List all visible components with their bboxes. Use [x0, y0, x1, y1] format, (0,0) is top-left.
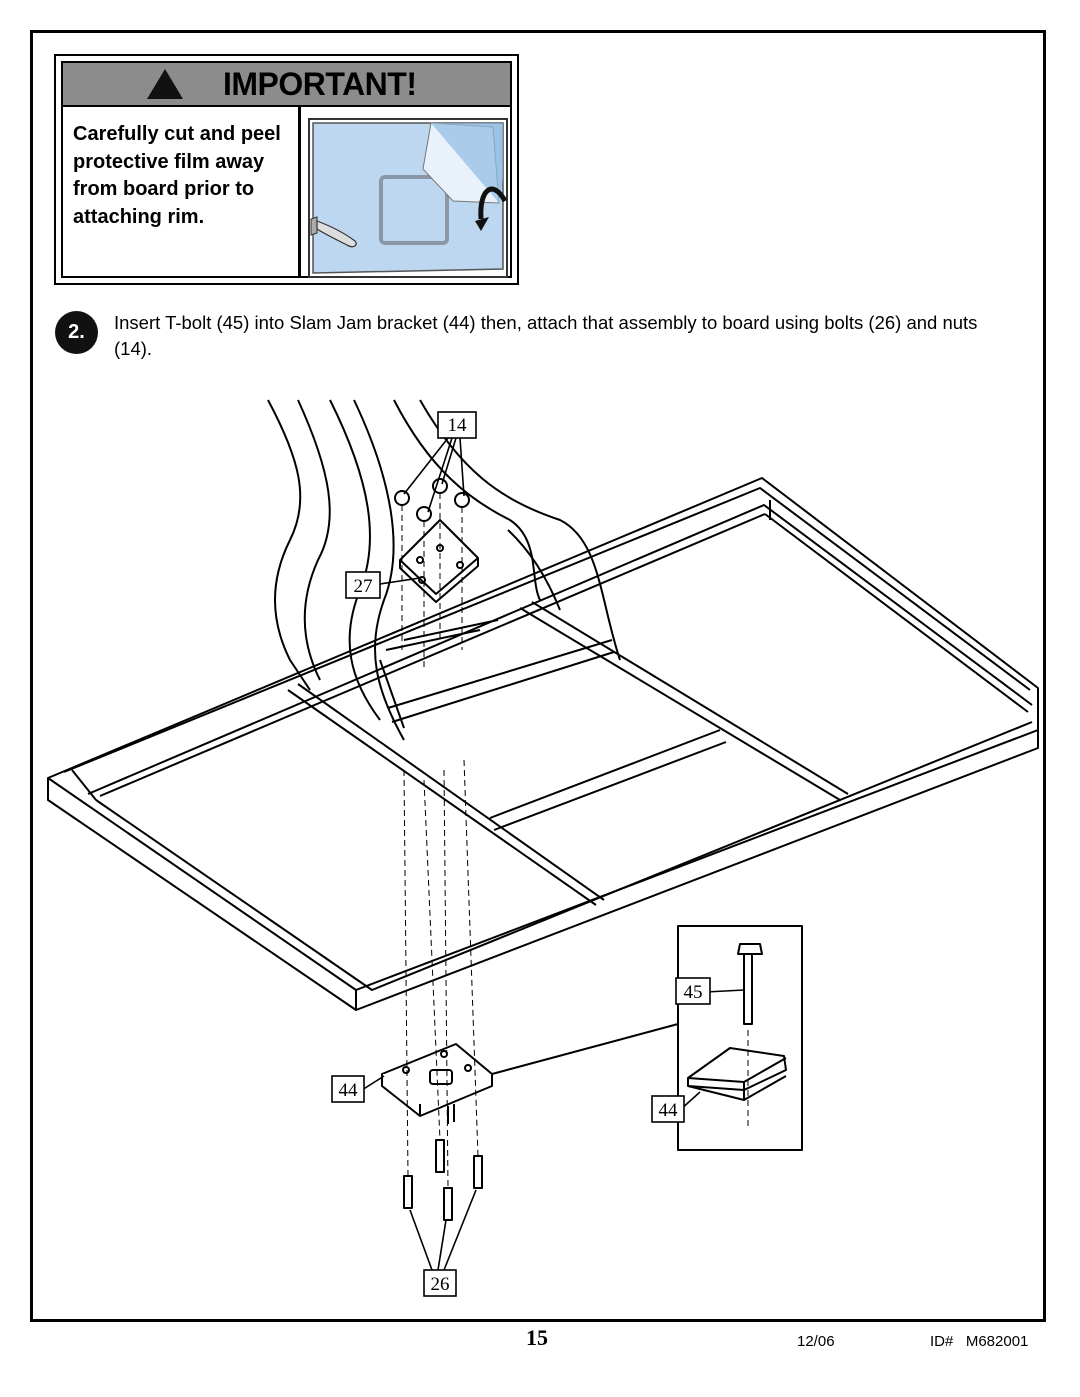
detail-inset — [491, 925, 803, 1151]
warning-triangle-icon — [147, 69, 183, 99]
important-header: IMPORTANT! — [63, 63, 510, 107]
backplate-part-27 — [399, 519, 479, 603]
callout-45: 45 — [684, 982, 703, 1003]
callout-27: 27 — [354, 576, 373, 597]
bolts-part-26 — [403, 1139, 483, 1221]
knife-icon — [310, 216, 357, 248]
callout-leaders — [361, 437, 745, 1271]
peel-arrow-icon — [475, 186, 508, 231]
step-instruction: Insert T-bolt (45) into Slam Jam bracket… — [114, 312, 978, 359]
callout-44-detail: 44 — [659, 1100, 679, 1121]
important-notice-inner: IMPORTANT! Carefully cut and peel protec… — [61, 61, 512, 278]
callout-14: 14 — [448, 415, 468, 436]
page-frame — [30, 30, 1046, 1322]
support-arms — [267, 399, 621, 741]
page-number: 15 — [526, 1325, 548, 1350]
footer-date: 12/06 — [797, 1333, 835, 1350]
callout-44-main: 44 — [339, 1080, 359, 1101]
alignment-lines — [401, 493, 749, 1189]
backboard-frame — [47, 477, 1039, 1011]
important-divider — [298, 107, 301, 276]
callout-boxes — [331, 411, 711, 1297]
board-film-illustration — [308, 118, 508, 278]
step-number-badge: 2. — [55, 311, 98, 354]
important-notice-box: IMPORTANT! Carefully cut and peel protec… — [54, 54, 519, 285]
important-text: Carefully cut and peel protective film a… — [73, 123, 281, 228]
important-title: IMPORTANT! — [223, 66, 417, 102]
callout-26: 26 — [431, 1274, 450, 1295]
frame-crossbars — [287, 601, 849, 906]
footer-doc-id: ID# M682001 — [930, 1333, 1029, 1350]
